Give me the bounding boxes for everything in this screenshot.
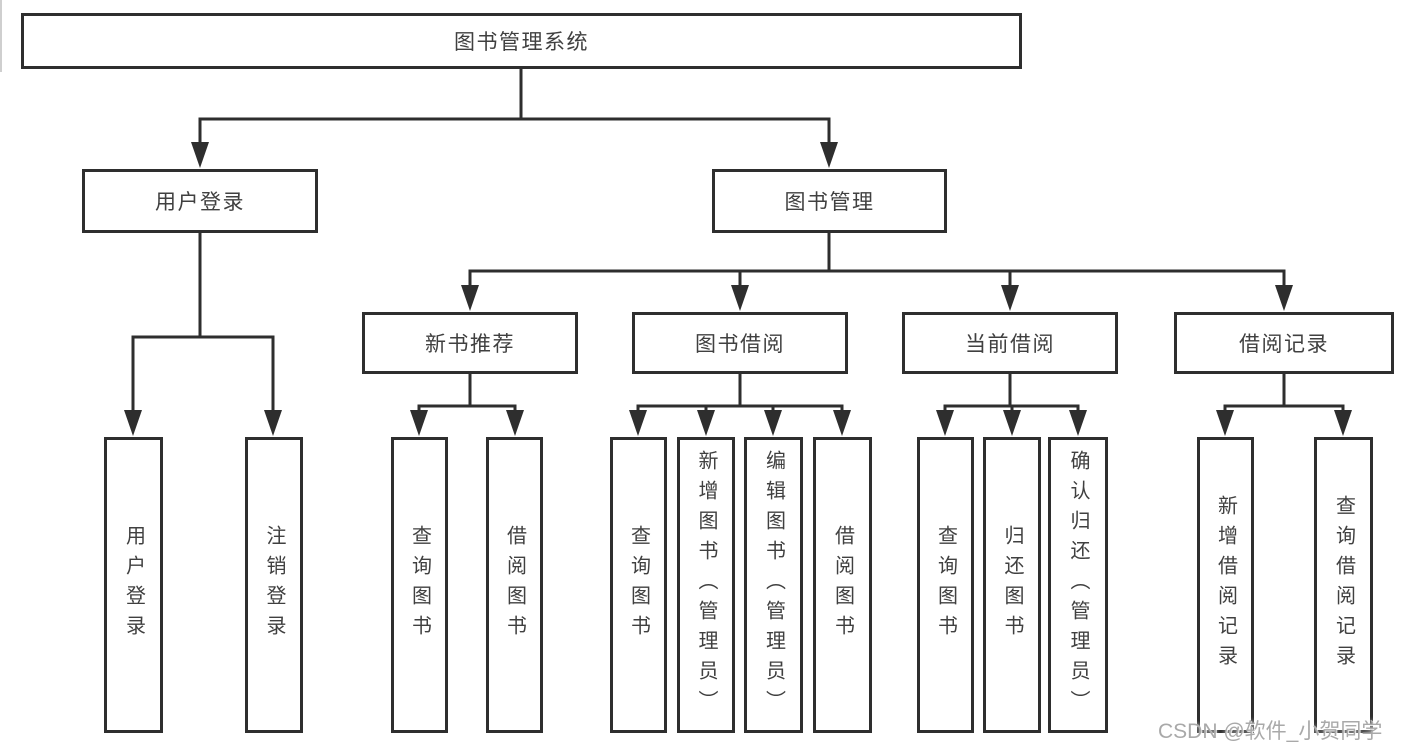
leaf-br-add-record-label: 新增借阅记录 (1214, 495, 1237, 675)
node-book-management-label: 图书管理 (784, 191, 875, 214)
node-current-borrow-label: 当前借阅 (965, 333, 1055, 356)
leaf-br-query-record: 查询借阅记录 (1314, 437, 1373, 733)
leaf-nbr-query-book: 查询图书 (391, 437, 448, 733)
csdn-watermark: CSDN @软件_小贺同学 (1158, 720, 1383, 743)
leaf-cb-confirm-return-admin: 确认归还（管理员） (1048, 437, 1108, 733)
left-edge-artifact (0, 0, 2, 72)
node-new-book-recommend: 新书推荐 (362, 312, 578, 374)
leaf-br-add-record: 新增借阅记录 (1197, 437, 1254, 733)
leaf-logout-label: 注销登录 (263, 525, 285, 645)
node-current-borrow: 当前借阅 (902, 312, 1118, 374)
leaf-cb-confirm-return-admin-label: 确认归还（管理员） (1067, 450, 1089, 720)
leaf-br-query-record-label: 查询借阅记录 (1332, 495, 1355, 675)
node-user-login: 用户登录 (82, 169, 318, 233)
node-root-system: 图书管理系统 (21, 13, 1022, 69)
leaf-user-login-label: 用户登录 (122, 525, 145, 645)
leaf-logout: 注销登录 (245, 437, 303, 733)
leaf-nbr-borrow-book-label: 借阅图书 (503, 525, 526, 645)
node-new-book-recommend-label: 新书推荐 (425, 333, 515, 356)
node-book-borrow-label: 图书借阅 (695, 333, 785, 356)
leaf-nbr-query-book-label: 查询图书 (408, 525, 431, 645)
node-borrow-records-label: 借阅记录 (1239, 333, 1329, 356)
leaf-user-login: 用户登录 (104, 437, 163, 733)
leaf-cb-return-book-label: 归还图书 (1001, 525, 1023, 645)
leaf-bb-edit-book-admin: 编辑图书（管理员） (744, 437, 803, 733)
leaf-cb-return-book: 归还图书 (983, 437, 1041, 733)
leaf-bb-edit-book-admin-label: 编辑图书（管理员） (762, 450, 785, 720)
leaf-cb-query-book: 查询图书 (917, 437, 974, 733)
node-borrow-records: 借阅记录 (1174, 312, 1394, 374)
leaf-bb-borrow-book: 借阅图书 (813, 437, 872, 733)
arrowheads (124, 142, 1352, 436)
node-book-borrow: 图书借阅 (632, 312, 848, 374)
leaf-bb-add-book-admin-label: 新增图书（管理员） (695, 450, 717, 720)
leaf-bb-query-book: 查询图书 (610, 437, 667, 733)
node-book-management: 图书管理 (712, 169, 947, 233)
leaf-bb-add-book-admin: 新增图书（管理员） (677, 437, 735, 733)
node-user-login-label: 用户登录 (155, 191, 245, 214)
node-root-system-label: 图书管理系统 (454, 31, 589, 54)
leaf-cb-query-book-label: 查询图书 (934, 525, 957, 645)
leaf-nbr-borrow-book: 借阅图书 (486, 437, 543, 733)
leaf-bb-borrow-book-label: 借阅图书 (831, 525, 854, 645)
leaf-bb-query-book-label: 查询图书 (627, 525, 650, 645)
